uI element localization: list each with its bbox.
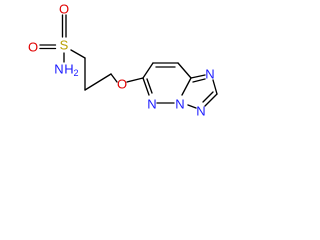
atom-amine-nitrogen: N [54, 62, 63, 77]
bond-s-c1 [70, 49, 86, 59]
bond-c4-c3a [177, 62, 192, 79]
atom-amine-hydrogen: H [64, 62, 73, 77]
bond-o-c6 [126, 77, 144, 83]
bond-c6-n [142, 77, 150, 96]
bond-c2-c3 [84, 73, 112, 91]
atom-oxygen-sulfonyl-top: O [59, 2, 69, 17]
atom-sulfur: S [60, 38, 69, 53]
bond-c6-n-double [146, 78, 153, 94]
bond-c-n-bottom [204, 93, 218, 107]
atom-ring-nitrogen-triazole-top: N [205, 67, 214, 82]
atom-oxygen-sulfonyl-bottom: O [28, 40, 38, 55]
bond-c3a-n1 [181, 77, 192, 96]
bond-c-n-bottom-double [202, 91, 214, 103]
bond-c6-c5 [142, 62, 154, 79]
atom-ether-oxygen: O [117, 77, 127, 92]
atom-ring-nitrogen-triazole-bottom: N [196, 104, 205, 119]
atom-ring-nitrogen-pyridazine: N [147, 97, 156, 112]
bond-c3a-n-top [190, 74, 206, 79]
bond-n-top-c [212, 79, 218, 95]
bond-c3a-n-top-double [192, 78, 206, 83]
atom-ring-nitrogen-bridge: N [175, 97, 184, 112]
bond-c3-o [110, 73, 118, 83]
atom-amine-hydrogen-count: 2 [73, 68, 78, 78]
bond-n-bottom-n1 [187, 104, 197, 109]
molecule-diagram: S O O N H 2 O N N N N [28, 2, 218, 119]
